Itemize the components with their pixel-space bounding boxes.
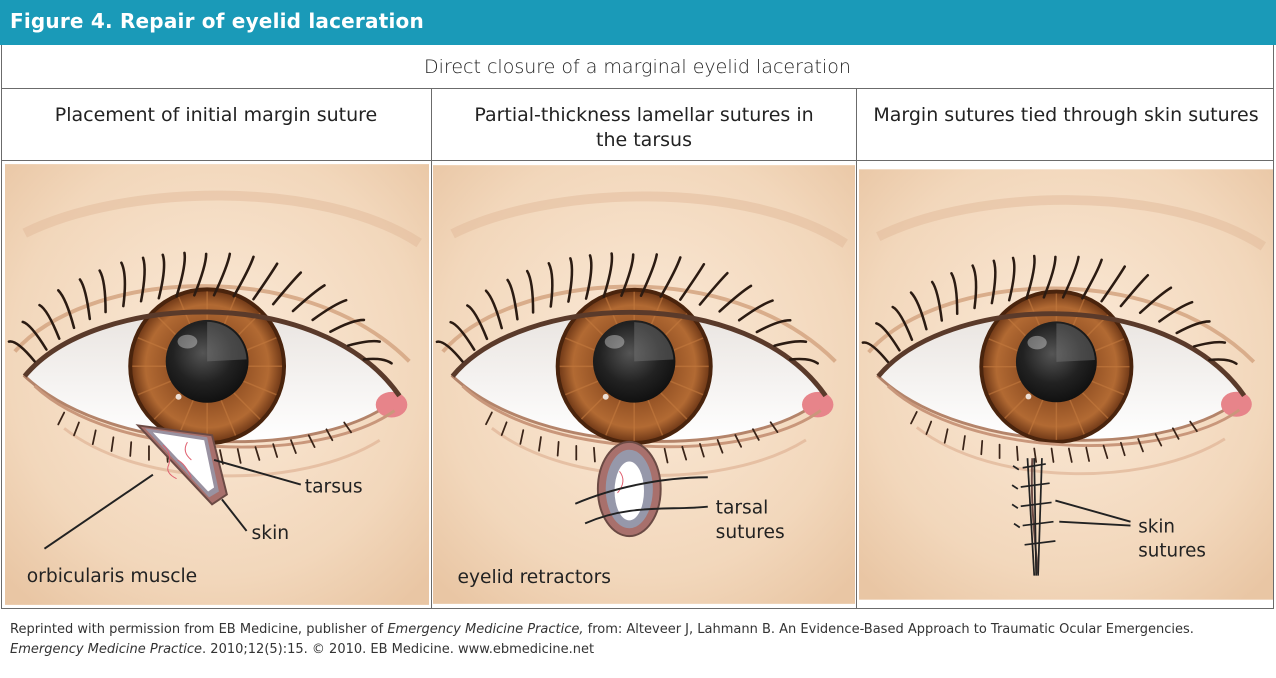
label-tarsus: tarsus (305, 476, 363, 497)
footnote-journal2: Emergency Medicine Practice (10, 642, 202, 657)
label-sutures: sutures (716, 522, 785, 543)
figure-header: Figure 4. Repair of eyelid laceration (0, 0, 1276, 45)
eye-illustration-1: tarsus skin orbicularis muscle (5, 161, 429, 608)
column-heading-2: Partial-thickness lamellar sutures in th… (432, 89, 856, 161)
label-orbicularis-muscle: orbicularis muscle (27, 566, 198, 587)
footnote-journal1: Emergency Medicine Practice, (387, 622, 583, 637)
panel-lamellar-sutures: tarsal sutures eyelid retractors (433, 161, 855, 608)
eye-illustration-2: tarsal sutures eyelid retractors (433, 161, 855, 608)
label-eyelid-retractors: eyelid retractors (458, 567, 611, 588)
column-heading-3-text: Margin sutures tied through skin sutures (873, 103, 1258, 128)
label-skin: skin (252, 523, 290, 544)
label-tarsal: tarsal (716, 498, 769, 519)
column-divider-2 (856, 89, 857, 609)
figure-subtitle: Direct closure of a marginal eyelid lace… (424, 56, 851, 78)
column-divider-1 (431, 89, 432, 609)
footnote-part1: Reprinted with permission from EB Medici… (10, 622, 387, 637)
footnote: Reprinted with permission from EB Medici… (10, 620, 1260, 660)
column-heading-3: Margin sutures tied through skin sutures (857, 89, 1275, 161)
footnote-part3: . 2010;12(5):15. © 2010. EB Medicine. ww… (202, 642, 594, 657)
subtitle-row: Direct closure of a marginal eyelid lace… (1, 45, 1274, 89)
column-heading-2-text: Partial-thickness lamellar sutures in th… (472, 103, 816, 153)
column-heading-1-text: Placement of initial margin suture (55, 103, 377, 128)
figure-title: Figure 4. Repair of eyelid laceration (10, 9, 424, 33)
eye-illustration-3: skin sutures (859, 161, 1273, 608)
panel-margin-sutures-tied: skin sutures (859, 161, 1273, 608)
column-heading-1: Placement of initial margin suture (1, 89, 431, 161)
footnote-part2: from: Alteveer J, Lahmann B. An Evidence… (584, 622, 1194, 637)
label-skin: skin (1138, 516, 1175, 537)
label-sutures: sutures (1138, 540, 1206, 561)
panel-initial-margin-suture: tarsus skin orbicularis muscle (5, 161, 429, 608)
